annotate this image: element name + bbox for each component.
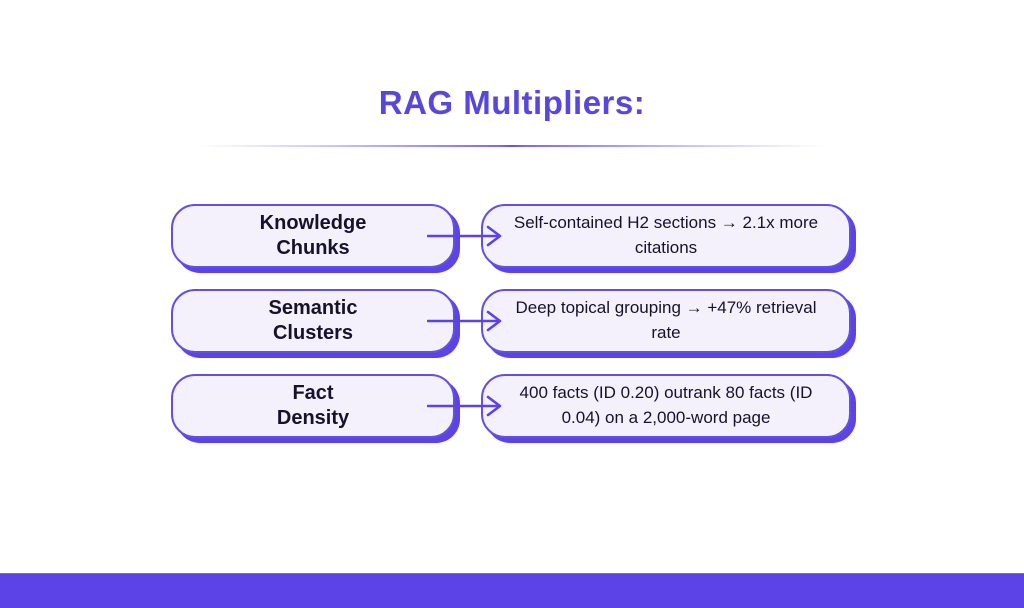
result-text: Self-contained H2 sections → 2.1x more c… — [513, 213, 819, 257]
factor-label: Fact Density — [276, 382, 350, 429]
factor-box-semantic-clusters: Semantic Clusters — [171, 289, 455, 353]
title-divider — [200, 145, 824, 147]
result-box-fact-outrank: 400 facts (ID 0.20) outrank 80 facts (ID… — [481, 374, 851, 438]
footer-accent-bar — [0, 573, 1024, 608]
result-box-citations: Self-contained H2 sections → 2.1x more c… — [481, 204, 851, 268]
factor-label: Semantic Clusters — [268, 297, 358, 344]
factor-box-knowledge-chunks: Knowledge Chunks — [171, 204, 455, 268]
flow-arrow-icon — [427, 225, 502, 247]
result-text: 400 facts (ID 0.20) outrank 80 facts (ID… — [519, 383, 813, 427]
factor-box-fact-density: Fact Density — [171, 374, 455, 438]
result-box-retrieval-rate: Deep topical grouping → +47% retrieval r… — [481, 289, 851, 353]
page-title: RAG Multipliers: — [378, 84, 646, 121]
flow-arrow-icon — [427, 395, 502, 417]
result-text: Deep topical grouping → +47% retrieval r… — [515, 298, 817, 342]
flow-arrow-icon — [427, 310, 502, 332]
factor-label: Knowledge Chunks — [259, 212, 367, 259]
